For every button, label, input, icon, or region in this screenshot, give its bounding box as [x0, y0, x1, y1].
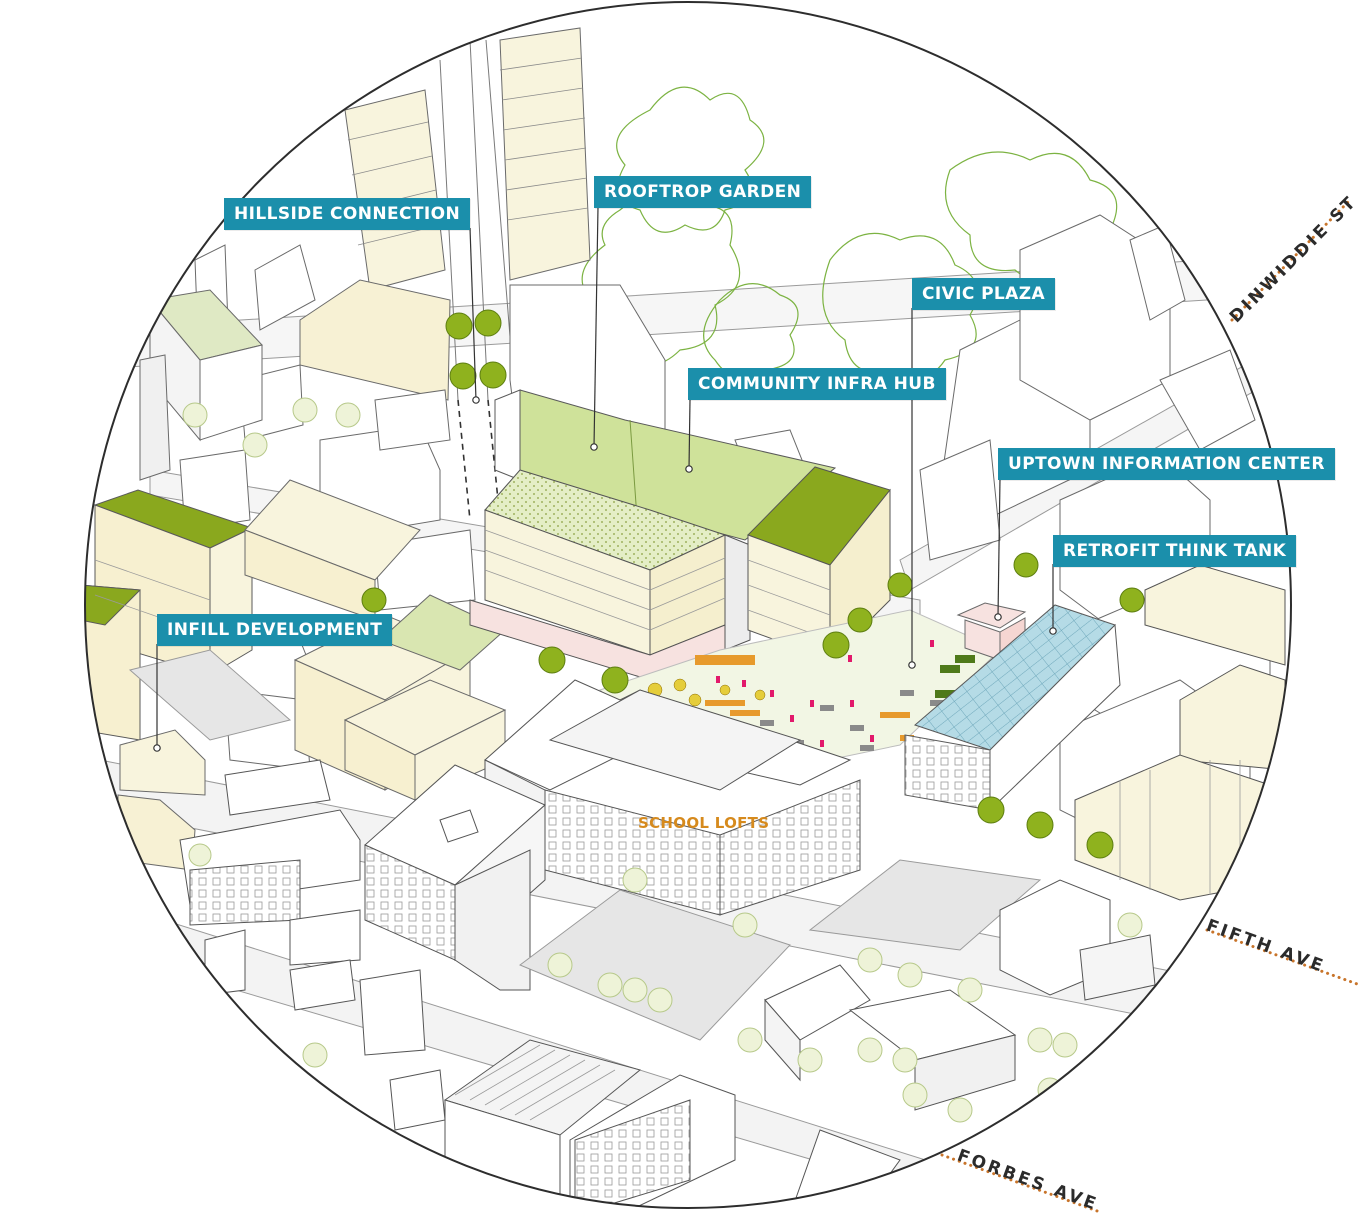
- civic-plaza-label: CIVIC PLAZA: [912, 278, 1056, 310]
- infill-development-label: INFILL DEVELOPMENT: [157, 614, 393, 646]
- uptown-information-center-label: UPTOWN INFORMATION CENTER: [998, 448, 1335, 480]
- community-infra-hub-label: COMMUNITY INFRA HUB: [688, 368, 946, 400]
- school-lofts-label: SCHOOL LOFTS: [638, 814, 770, 832]
- rooftop-garden-label: ROOFTROP GARDEN: [594, 176, 812, 208]
- hillside-connection-label: HILLSIDE CONNECTION: [224, 198, 471, 230]
- retrofit-think-tank-label: RETROFIT THINK TANK: [1053, 535, 1297, 567]
